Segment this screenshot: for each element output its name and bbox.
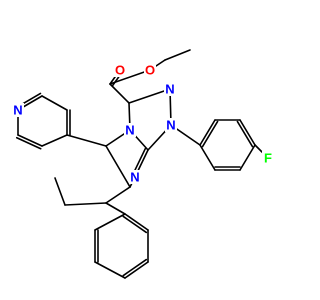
atom-label-ether-o: O (145, 63, 155, 78)
carbonyl-oxygen: O (114, 63, 126, 78)
bond (54, 177, 66, 206)
bond (239, 119, 256, 146)
bond (201, 120, 219, 148)
fluorine-atom: F (262, 151, 274, 166)
bond (128, 88, 171, 104)
pyrimidine-nitrogen: N (129, 170, 141, 185)
atom-label-layer: N O O N N N N F (12, 63, 274, 185)
bond (109, 69, 151, 85)
atom-label-triazole-n2: N (166, 118, 175, 133)
ether-oxygen: O (144, 63, 156, 78)
triazole-nitrogen-right: N (165, 118, 177, 133)
bond (105, 145, 131, 188)
atom-label-pyridine-n: N (13, 103, 22, 118)
atom-label-triazole-n3: N (125, 123, 134, 138)
atom-label-pyrimidine-n: N (130, 170, 139, 185)
triazole-nitrogen-bridge: N (124, 123, 136, 138)
bond (239, 144, 256, 171)
bond (199, 119, 216, 146)
bond (109, 83, 130, 104)
bond (236, 120, 254, 148)
bond (66, 134, 107, 147)
bond (105, 186, 131, 204)
bond (15, 136, 42, 150)
bond (124, 261, 149, 279)
bond (124, 213, 149, 231)
bond (41, 95, 68, 111)
molecule-structure: N O O N N N N F (12, 49, 274, 279)
bond (164, 49, 191, 61)
bond (94, 261, 126, 279)
atom-label-carbonyl-o: O (115, 63, 125, 78)
bond (17, 134, 43, 147)
triazole-nitrogen-top: N (164, 82, 176, 97)
bond (94, 213, 126, 231)
bond (199, 144, 216, 171)
pyridine-nitrogen: N (12, 103, 24, 118)
bond (122, 258, 148, 277)
atom-label-fluorine: F (264, 151, 272, 166)
bond-layer (15, 49, 269, 279)
bond (41, 134, 68, 147)
bond (64, 202, 107, 206)
atom-label-triazole-n1: N (165, 82, 174, 97)
bond (122, 215, 148, 234)
bond (105, 202, 126, 215)
